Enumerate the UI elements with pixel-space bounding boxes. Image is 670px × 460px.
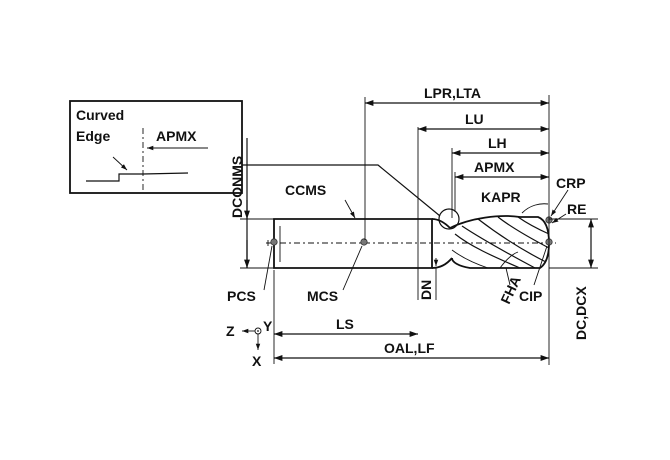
corner-detail-circle: [438, 208, 460, 230]
crp-label: CRP: [556, 175, 586, 191]
flute-body-outline: [449, 215, 550, 269]
inset-leader-arrow: [112, 156, 128, 171]
cip-label: CIP: [519, 288, 542, 304]
re-label: RE: [567, 201, 586, 217]
re-leader: [551, 213, 567, 224]
flute-helix-4: [497, 216, 550, 249]
mcs-label: MCS: [307, 288, 338, 304]
apmx-label: APMX: [474, 159, 515, 175]
mcs-point: [360, 238, 368, 246]
kapr-label: KAPR: [481, 189, 521, 205]
z-axis-label: Z: [226, 323, 235, 339]
dn-label: DN: [418, 280, 434, 300]
inset-apmx-label: APMX: [156, 128, 197, 144]
cip-leader: [533, 245, 548, 286]
neck-top: [431, 218, 451, 229]
inset-title-line1: Curved: [76, 107, 124, 123]
fha-leader: [505, 267, 511, 286]
inset-frame: [69, 100, 243, 194]
flute-helix-5: [517, 216, 550, 235]
ccms-label: CCMS: [285, 182, 326, 198]
inset-leader-line: [242, 164, 441, 217]
x-axis-label: X: [252, 353, 262, 369]
flute-helix-6: [451, 249, 489, 269]
flute-helix-3: [477, 218, 547, 263]
flute-helix-2: [461, 225, 536, 269]
curved-edge-inset: Curved Edge APMX: [69, 100, 243, 194]
dconms-label: DCONMS: [229, 156, 245, 218]
kapr-arc: [521, 203, 549, 214]
lpr-lta-label: LPR,LTA: [424, 85, 481, 101]
pcs-leader: [263, 245, 273, 291]
inset-title-line2: Edge: [76, 128, 110, 144]
mcs-leader: [342, 245, 363, 291]
dc-dcx-label: DC,DCX: [573, 286, 589, 340]
end-mill-tool: [266, 215, 556, 269]
lh-label: LH: [488, 135, 507, 151]
crp-leader: [550, 189, 569, 217]
lu-label: LU: [465, 111, 484, 127]
oal-lf-label: OAL,LF: [384, 340, 435, 356]
y-axis-label: Y: [263, 318, 273, 334]
pcs-label: PCS: [227, 288, 256, 304]
y-axis-dot: [257, 330, 259, 332]
inset-edge-profile: [86, 172, 189, 182]
neck-bottom: [431, 257, 453, 269]
coordinate-axes: Z Y X: [226, 318, 273, 369]
fha-arc: [499, 251, 519, 269]
pcs-point: [270, 238, 278, 246]
ls-label: LS: [336, 316, 354, 332]
flute-helix-1: [454, 233, 521, 269]
ccms-leader: [344, 199, 356, 219]
shank-outline: [273, 218, 433, 269]
